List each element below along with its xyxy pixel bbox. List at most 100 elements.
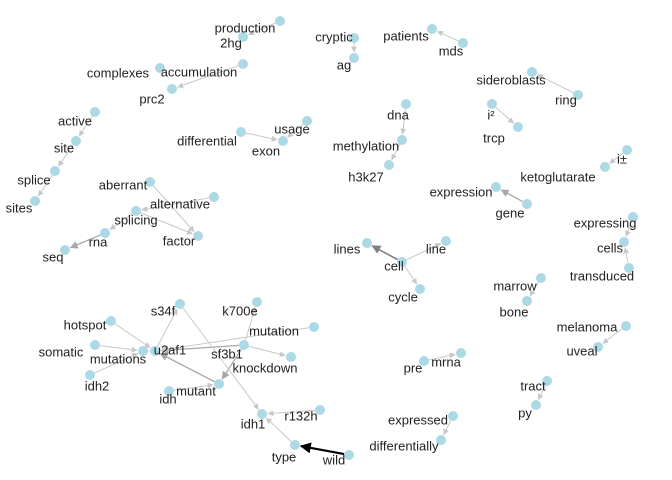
node-label-sideroblasts: sideroblasts: [476, 72, 546, 87]
node-label-mrna: mrna: [431, 354, 461, 369]
edge-wild-to-type: [299, 442, 345, 456]
edge-transduced-to-cells: [623, 247, 630, 264]
node-mutation: [309, 322, 319, 332]
node-differentially: [436, 435, 446, 445]
node-r132h: [315, 405, 325, 415]
edge-aberrant-to-factor: [152, 185, 195, 232]
edge-sf3b1-to-knockdown: [248, 345, 286, 358]
node-ia: [622, 145, 632, 155]
node-label-uveal: uveal: [566, 343, 597, 358]
node-splice: [50, 166, 60, 176]
node-label-pre: pre: [404, 360, 423, 375]
node-label-exon: exon: [252, 143, 280, 158]
node-mutant: [214, 379, 224, 389]
edge-dna-to-methylation: [400, 108, 407, 135]
node-label-i2: i²: [487, 107, 495, 122]
edge-r132h-to-idh1: [267, 409, 316, 417]
node-s34f: [175, 299, 185, 309]
node-accumulation: [238, 59, 248, 69]
edge-splicing-to-factor: [140, 212, 193, 235]
node-label-alternative: alternative: [150, 196, 210, 211]
node-label-expression: expression: [430, 184, 493, 199]
edge-melanoma-to-uveal: [602, 328, 623, 344]
node-production: [275, 16, 285, 26]
node-idh1: [257, 409, 267, 419]
node-cells: [619, 237, 629, 247]
node-cell: [397, 257, 407, 267]
node-label-cryptic: cryptic: [315, 29, 353, 44]
node-melanoma: [621, 321, 631, 331]
node-label-usage: usage: [274, 121, 309, 136]
node-sites: [30, 196, 40, 206]
edge-mds-to-patients: [436, 30, 459, 42]
node-layer: [30, 16, 638, 460]
node-ketoglutarate: [600, 162, 610, 172]
node-label-melanoma: melanoma: [557, 319, 618, 334]
edge-expressing-to-cells: [625, 221, 632, 237]
node-prc2: [167, 84, 177, 94]
node-label-u2af1: u2af1: [154, 342, 187, 357]
node-label-factor: factor: [163, 233, 196, 248]
node-label-expressed: expressed: [388, 412, 448, 427]
node-label-accumulation: accumulation: [161, 64, 238, 79]
node-label-cells: cells: [597, 240, 624, 255]
node-label-py: py: [518, 405, 532, 420]
node-label-complexes: complexes: [87, 65, 150, 80]
node-active: [90, 107, 100, 117]
edge-idh2-to-mutations: [94, 352, 139, 374]
node-label-s34f: s34f: [151, 303, 176, 318]
edge-idh-to-mutant: [173, 382, 214, 391]
node-u2af1: [150, 346, 160, 356]
node-label-ag: ag: [337, 57, 351, 72]
edge-somatic-to-mutations: [99, 345, 138, 353]
node-py: [531, 400, 541, 410]
node-label-type: type: [272, 449, 297, 464]
node-label-differential: differential: [177, 133, 237, 148]
node-label-line: line: [426, 241, 446, 256]
node-uveal: [593, 342, 603, 352]
edge-tract-to-py: [538, 385, 546, 401]
node-trcp: [513, 122, 523, 132]
edge-active-to-site: [78, 115, 93, 137]
edge-differential-to-exon: [245, 132, 278, 142]
node-pre: [419, 356, 429, 366]
node-tract: [542, 376, 552, 386]
node-label-site: site: [54, 140, 74, 155]
node-label-aberrant: aberrant: [99, 177, 148, 192]
node-sideroblasts: [527, 67, 537, 77]
node-lines: [362, 238, 372, 248]
node-exon: [278, 136, 288, 146]
edge-sf3b1-to-k700e: [244, 307, 257, 341]
node-label-methylation: methylation: [333, 138, 399, 153]
edge-cell-to-cycle: [404, 265, 418, 285]
edge-usage-to-exon: [287, 123, 304, 138]
node-knockdown: [286, 352, 296, 362]
node-cryptic: [349, 33, 359, 43]
edge-rna-to-seq: [69, 234, 101, 249]
node-label-cycle: cycle: [388, 289, 418, 304]
edge-alternative-to-splicing: [141, 197, 210, 212]
edge-sf3b1-to-mutant: [221, 348, 242, 380]
edge-cell-to-lines: [371, 245, 398, 261]
node-label-expressing: expressing: [574, 215, 637, 230]
edge-ring-to-sideroblasts: [536, 74, 574, 94]
edge-marrow-to-bone: [529, 282, 539, 297]
edge-splicing-to-rna: [109, 213, 133, 230]
node-label-rna: rna: [89, 234, 109, 249]
node-label-ring: ring: [555, 92, 577, 107]
node-label-sites: sites: [6, 200, 33, 215]
node-expressed: [448, 411, 458, 421]
node-gene: [522, 199, 532, 209]
node-label-differentially: differentially: [369, 438, 439, 453]
edge-expressed-to-differentially: [443, 420, 452, 436]
node-label-dna: dna: [387, 107, 409, 122]
node-seq: [60, 245, 70, 255]
edge-type-to-idh1: [265, 417, 292, 442]
node-line: [441, 236, 451, 246]
node-hotspot: [106, 316, 116, 326]
node-idh: [164, 386, 174, 396]
node-label-2hg: 2hg: [220, 35, 242, 50]
node-cycle: [415, 284, 425, 294]
